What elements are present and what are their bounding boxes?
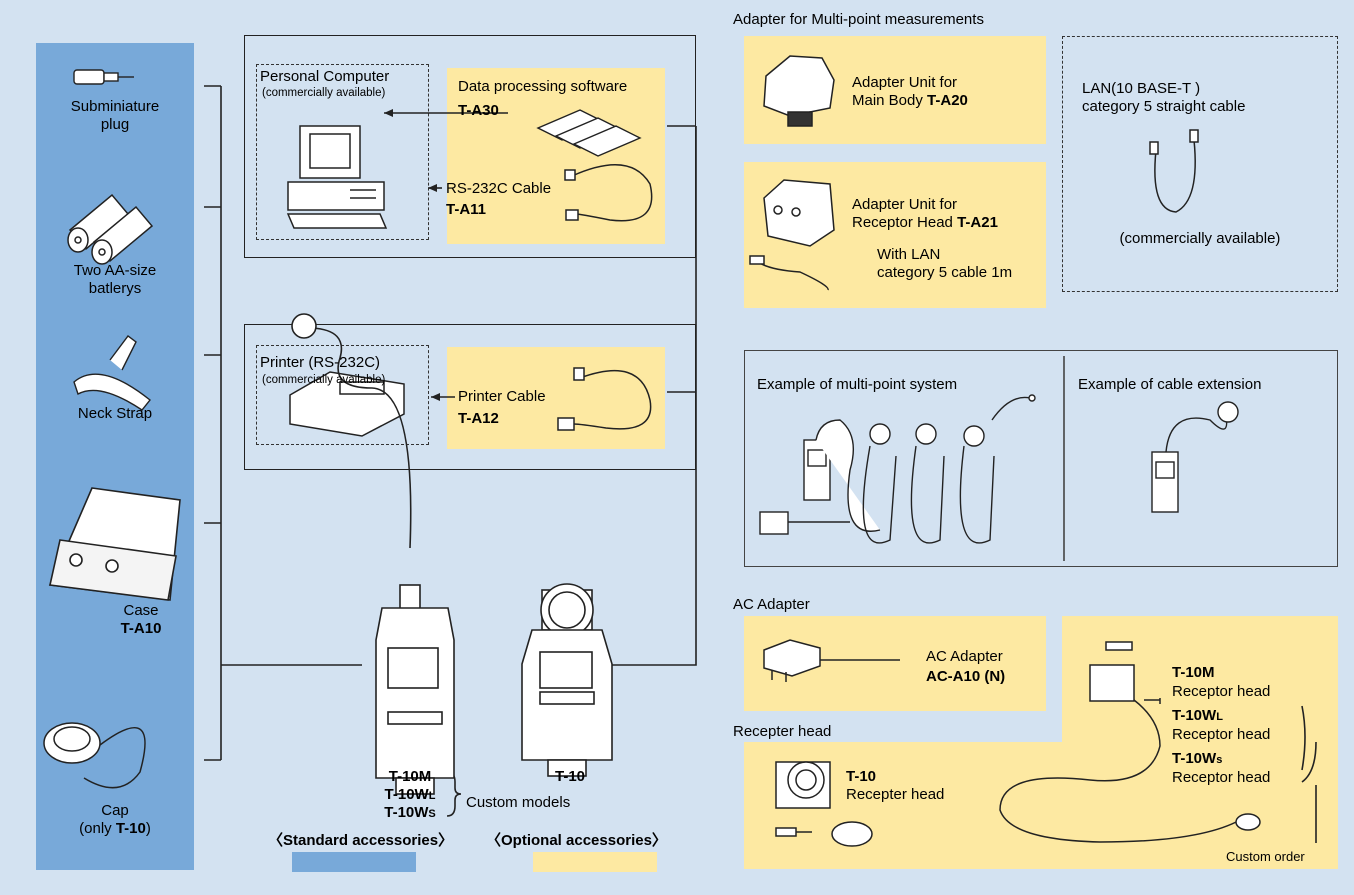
batteries-line1: Two AA-size [73, 262, 157, 279]
example-multipoint: Example of multi-point system [757, 376, 958, 393]
receptor-custom-2-label: Receptor head [1172, 726, 1271, 743]
cap-label: Cap (only T-10) [40, 802, 190, 838]
receptor-custom-3-model: T-10Ws [1172, 750, 1270, 769]
receptor-custom-1-main: T-10M [1172, 664, 1215, 681]
example-extension: Example of cable extension [1078, 376, 1262, 393]
adapter-main-label: Adapter Unit for Main Body T-A20 [852, 74, 968, 110]
adapter-receptor-note: With LAN category 5 cable 1m [877, 246, 1012, 282]
adapter-receptor-line2-text: Receptor Head [852, 214, 958, 231]
case-text: Case [123, 602, 159, 619]
receptor-head-section: Recepter head [733, 723, 832, 740]
case-label: Case T-A10 [86, 602, 196, 638]
receptor-custom-3: T-10Ws Receptor head [1172, 750, 1270, 787]
ac-adapter-label: AC Adapter [926, 648, 1003, 665]
adapter-receptor-model: T-A21 [957, 214, 998, 231]
adapter-main-line2: Main Body T-A20 [852, 92, 968, 110]
software-label: Data processing software [458, 78, 628, 95]
examples-box [744, 350, 1338, 567]
multipoint-title: Adapter for Multi-point measurements [733, 11, 984, 28]
custom-model-t10ws: T-10WS [370, 804, 450, 823]
custom-model-t10wl: T-10WL [370, 786, 450, 805]
custom-model-t10wl-sub: L [428, 790, 436, 802]
printer-label: Printer (RS-232C) [260, 354, 381, 371]
adapter-receptor-label: Adapter Unit for Receptor Head T-A21 [852, 196, 998, 232]
lan-line2: category 5 straight cable [1082, 98, 1246, 115]
receptor-custom-1-model: T-10M [1172, 664, 1270, 683]
legend-optional-swatch [533, 852, 657, 872]
custom-model-t10m: T-10M [388, 768, 432, 785]
lan-dashed-box [1062, 36, 1338, 292]
legend-standard-swatch [292, 852, 416, 872]
subminiature-plug-line1: Subminiature [70, 98, 160, 115]
legend-optional-text: Optional accessories [501, 832, 652, 849]
cap-note-post: ) [145, 820, 151, 837]
pc-note: (commercially available) [262, 87, 386, 99]
cap-note: (only T-10) [40, 820, 190, 838]
adapter-receptor-note2: category 5 cable 1m [877, 264, 1013, 281]
custom-model-t10ws-sub: S [428, 808, 436, 820]
printer-optional-panel [447, 347, 665, 449]
rs232c-label: RS-232C Cable [446, 180, 552, 197]
custom-models-caption: Custom models [466, 794, 571, 811]
printer-cable-label: Printer Cable [458, 388, 546, 405]
receptor-custom-1: T-10M Receptor head [1172, 664, 1270, 701]
cap-note-pre: (only [79, 820, 116, 837]
case-model: T-A10 [120, 620, 162, 637]
lan-line1: LAN(10 BASE-T ) [1082, 80, 1201, 97]
printer-dashed-box [256, 345, 429, 445]
adapter-main-line2-text: Main Body [852, 92, 928, 109]
pc-dashed-box [256, 64, 429, 240]
batteries-label: Two AA-size batlerys [40, 262, 190, 298]
receptor-custom-2: T-10WL Receptor head [1172, 707, 1270, 744]
legend-standard-text: Standard accessories [283, 832, 439, 849]
adapter-main-line1: Adapter Unit for [852, 74, 958, 91]
legend-standard: 〈Standard accessories〉 [268, 832, 454, 849]
custom-model-t10ws-main: T-10W [384, 804, 429, 821]
printer-cable-model: T-A12 [458, 410, 499, 427]
cap-note-model: T-10 [115, 820, 146, 837]
ac-adapter-model: AC-A10 (N) [926, 668, 1006, 685]
receptor-custom-1-label: Receptor head [1172, 683, 1271, 700]
subminiature-plug-label: Subminiature plug [40, 98, 190, 134]
subminiature-plug-line2: plug [100, 116, 130, 133]
printer-note: (commercially available) [262, 374, 386, 386]
receptor-custom-3-sub: s [1216, 754, 1223, 766]
receptor-custom-3-label: Receptor head [1172, 769, 1271, 786]
adapter-receptor-note1: With LAN [877, 246, 941, 263]
ac-adapter-section: AC Adapter [733, 596, 810, 613]
software-model: T-A30 [458, 102, 499, 119]
custom-model-t10wl-main: T-10W [384, 786, 429, 803]
pc-optional-panel [447, 68, 665, 244]
receptor-custom-2-sub: L [1216, 711, 1223, 723]
cap-text: Cap [101, 802, 129, 819]
lan-note: (commercially available) [1119, 230, 1281, 247]
pc-label: Personal Computer [260, 68, 390, 85]
legend-optional: 〈Optional accessories〉 [486, 832, 667, 849]
receptor-t10-model: T-10 [846, 768, 877, 785]
receptor-custom-3-main: T-10W [1172, 750, 1217, 767]
rs232c-model: T-A11 [446, 201, 487, 218]
standard-model-t10: T-10 [554, 768, 585, 785]
batteries-line2: batlerys [88, 280, 142, 297]
adapter-receptor-line2: Receptor Head T-A21 [852, 214, 998, 232]
receptor-t10-label: Recepter head [846, 786, 945, 803]
receptor-custom-2-model: T-10WL [1172, 707, 1270, 726]
neck-strap-label: Neck Strap [77, 405, 153, 422]
adapter-main-model: T-A20 [927, 92, 968, 109]
adapter-receptor-line1: Adapter Unit for [852, 196, 958, 213]
receptor-head-panel [1062, 616, 1338, 869]
receptor-custom-2-main: T-10W [1172, 707, 1217, 724]
lan-label: LAN(10 BASE-T ) category 5 straight cabl… [1082, 80, 1245, 116]
custom-order-label: Custom order [1226, 849, 1305, 864]
